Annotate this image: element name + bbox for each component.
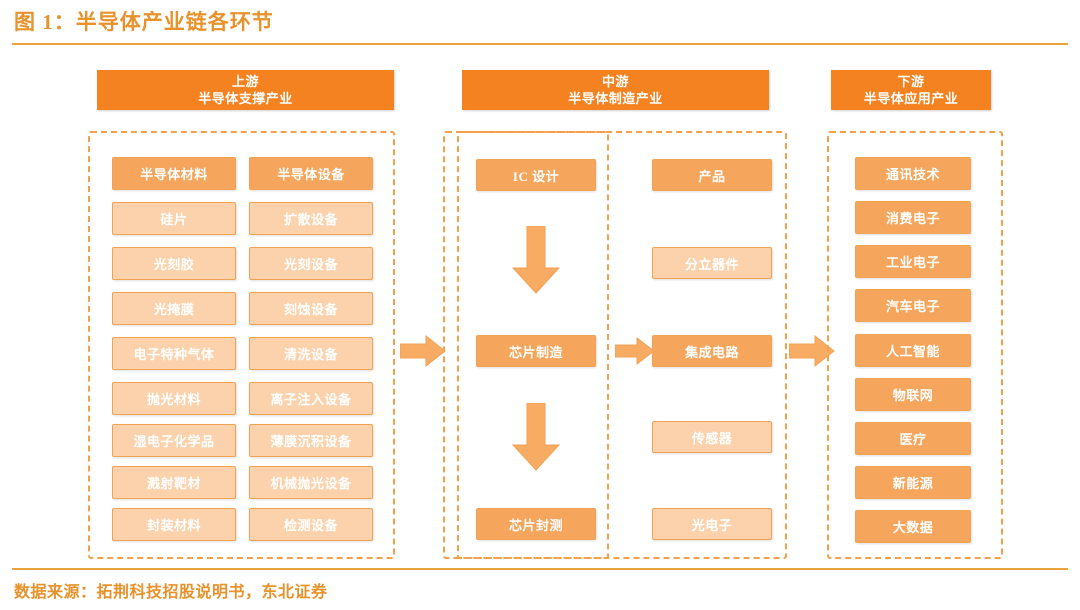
node-materials-item-0[interactable]: 硅片 <box>112 202 236 235</box>
upstream-group-box <box>88 131 395 559</box>
arrow-process-1-to-2 <box>512 403 560 471</box>
figure-title: 图 1：半导体产业链各环节 <box>14 10 274 34</box>
node-products-head[interactable]: 产品 <box>652 159 772 191</box>
node-application-2[interactable]: 工业电子 <box>855 245 971 278</box>
node-materials-item-5[interactable]: 湿电子化学品 <box>112 424 236 457</box>
node-equipment-item-5[interactable]: 薄膜沉积设备 <box>249 424 373 457</box>
node-products-item-2[interactable]: 传感器 <box>652 421 772 453</box>
arrow-midstream-to-downstream <box>789 335 835 367</box>
node-process-2[interactable]: 芯片封测 <box>476 508 596 540</box>
section-header-upstream: 上游 半导体支撑产业 <box>97 70 394 110</box>
node-application-1[interactable]: 消费电子 <box>855 201 971 234</box>
node-materials-item-1[interactable]: 光刻胶 <box>112 247 236 280</box>
node-equipment-head[interactable]: 半导体设备 <box>249 157 373 190</box>
node-equipment-item-6[interactable]: 机械抛光设备 <box>249 466 373 499</box>
node-materials-item-7[interactable]: 封装材料 <box>112 508 236 541</box>
title-divider <box>12 43 1068 45</box>
node-materials-item-2[interactable]: 光掩膜 <box>112 292 236 325</box>
arrow-chipmaking-to-ic <box>615 337 655 365</box>
midstream-group-box <box>443 131 787 559</box>
section-header-downstream: 下游 半导体应用产业 <box>831 70 991 110</box>
node-equipment-item-2[interactable]: 刻蚀设备 <box>249 292 373 325</box>
node-materials-item-4[interactable]: 抛光材料 <box>112 382 236 415</box>
node-products-item-3[interactable]: 光电子 <box>652 508 772 540</box>
section-header-upstream-line2: 半导体支撑产业 <box>198 91 293 106</box>
node-equipment-item-4[interactable]: 离子注入设备 <box>249 382 373 415</box>
arrow-upstream-to-midstream <box>400 335 446 367</box>
section-header-midstream-line2: 半导体制造产业 <box>568 91 663 106</box>
node-application-8[interactable]: 大数据 <box>855 510 971 543</box>
section-header-downstream-line1: 下游 <box>897 74 925 89</box>
node-equipment-item-1[interactable]: 光刻设备 <box>249 247 373 280</box>
section-header-downstream-line2: 半导体应用产业 <box>863 91 959 106</box>
node-application-0[interactable]: 通讯技术 <box>855 157 971 190</box>
node-process-0[interactable]: IC 设计 <box>476 159 596 191</box>
arrow-process-0-to-1 <box>512 226 560 294</box>
node-equipment-item-3[interactable]: 清洗设备 <box>249 337 373 370</box>
node-application-4[interactable]: 人工智能 <box>855 334 971 367</box>
node-products-item-1[interactable]: 集成电路 <box>652 335 772 367</box>
downstream-group-box <box>827 131 1003 559</box>
node-equipment-item-0[interactable]: 扩散设备 <box>249 202 373 235</box>
node-materials-item-6[interactable]: 溅射靶材 <box>112 466 236 499</box>
node-equipment-item-7[interactable]: 检测设备 <box>249 508 373 541</box>
node-application-6[interactable]: 医疗 <box>855 422 971 455</box>
figure-source: 数据来源：拓荆科技招股说明书，东北证券 <box>14 584 328 601</box>
node-materials-head[interactable]: 半导体材料 <box>112 157 236 190</box>
node-application-3[interactable]: 汽车电子 <box>855 289 971 322</box>
node-products-item-0[interactable]: 分立器件 <box>652 247 772 279</box>
section-header-upstream-line1: 上游 <box>231 74 259 89</box>
section-header-midstream-line1: 中游 <box>601 74 629 89</box>
section-header-midstream: 中游 半导体制造产业 <box>462 70 769 110</box>
node-application-7[interactable]: 新能源 <box>855 466 971 499</box>
node-process-1[interactable]: 芯片制造 <box>476 335 596 367</box>
footer-divider <box>12 568 1068 570</box>
node-materials-item-3[interactable]: 电子特种气体 <box>112 337 236 370</box>
node-application-5[interactable]: 物联网 <box>855 378 971 411</box>
